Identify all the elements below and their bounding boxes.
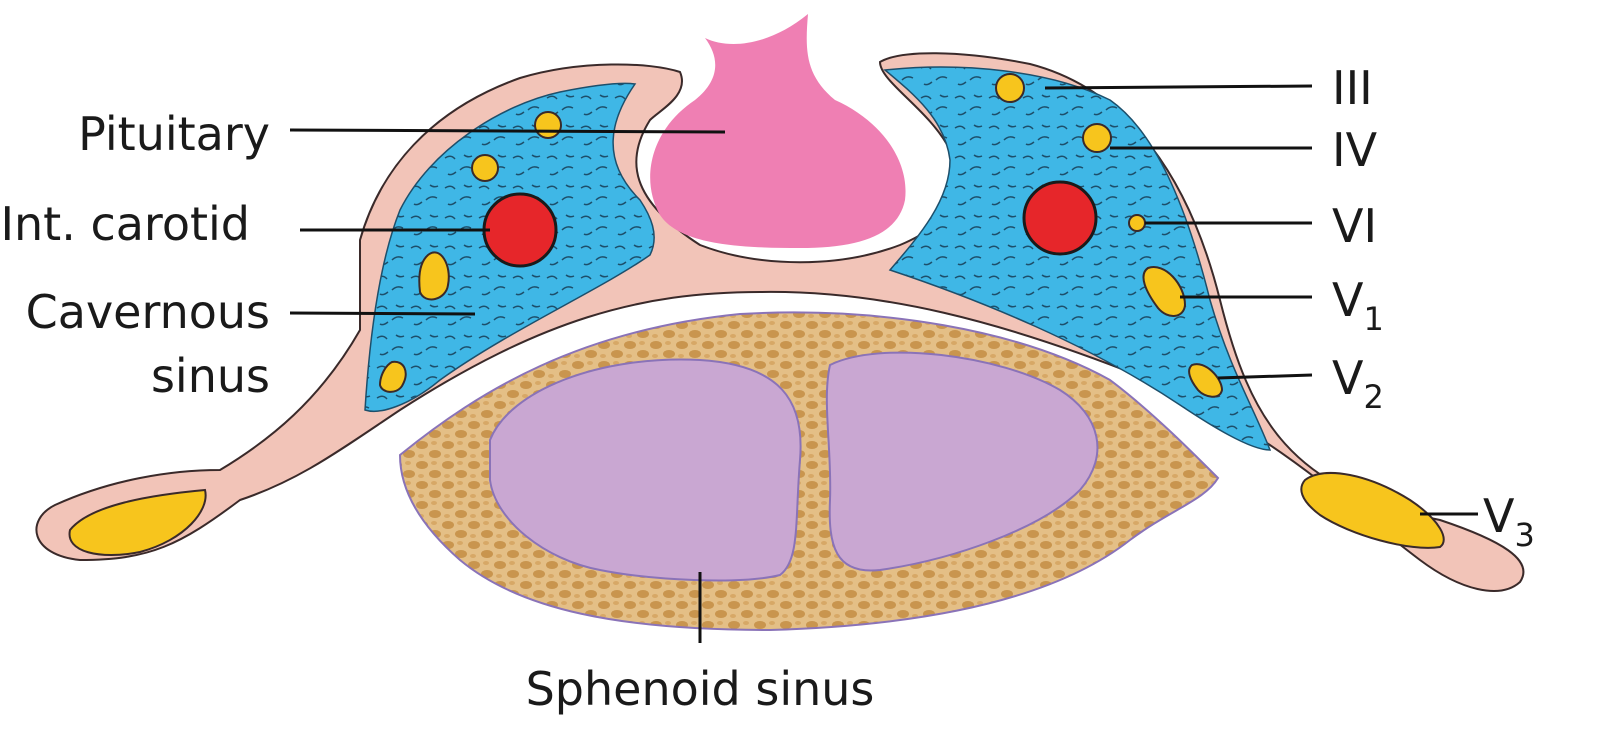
label-nerve-iii: III bbox=[1332, 61, 1373, 115]
int-carotid-right bbox=[1024, 182, 1096, 254]
leader-cavernous bbox=[290, 313, 475, 314]
label-int-carotid: Int. carotid bbox=[0, 197, 250, 251]
label-v2-sub: 2 bbox=[1363, 378, 1383, 416]
v3-nerve-right bbox=[1301, 473, 1443, 548]
leader-pituitary bbox=[290, 130, 725, 132]
label-pituitary: Pituitary bbox=[78, 107, 270, 161]
label-sphenoid-sinus: Sphenoid sinus bbox=[526, 662, 875, 716]
label-v1-sub: 1 bbox=[1363, 300, 1383, 338]
nerve-iii-right bbox=[996, 74, 1024, 102]
label-v3-main: V bbox=[1483, 489, 1515, 543]
leader-iii bbox=[1045, 86, 1312, 88]
label-cavernous-line1: Cavernous bbox=[26, 285, 270, 339]
label-v2: V2 bbox=[1332, 351, 1384, 416]
label-nerve-vi: VI bbox=[1332, 199, 1377, 253]
int-carotid-left bbox=[484, 194, 556, 266]
nerve-iv-right bbox=[1083, 124, 1111, 152]
label-v3-sub: 3 bbox=[1514, 516, 1534, 554]
label-cavernous-line2: sinus bbox=[151, 349, 270, 403]
label-nerve-iv: IV bbox=[1332, 123, 1378, 177]
nerve-v1-left bbox=[419, 252, 449, 299]
nerve-iii-left bbox=[535, 112, 561, 138]
nerve-iv-left bbox=[472, 155, 498, 181]
label-v2-main: V bbox=[1332, 351, 1364, 405]
label-v1-main: V bbox=[1332, 273, 1364, 327]
label-v1: V1 bbox=[1332, 273, 1384, 338]
nerve-vi-right bbox=[1129, 215, 1145, 231]
